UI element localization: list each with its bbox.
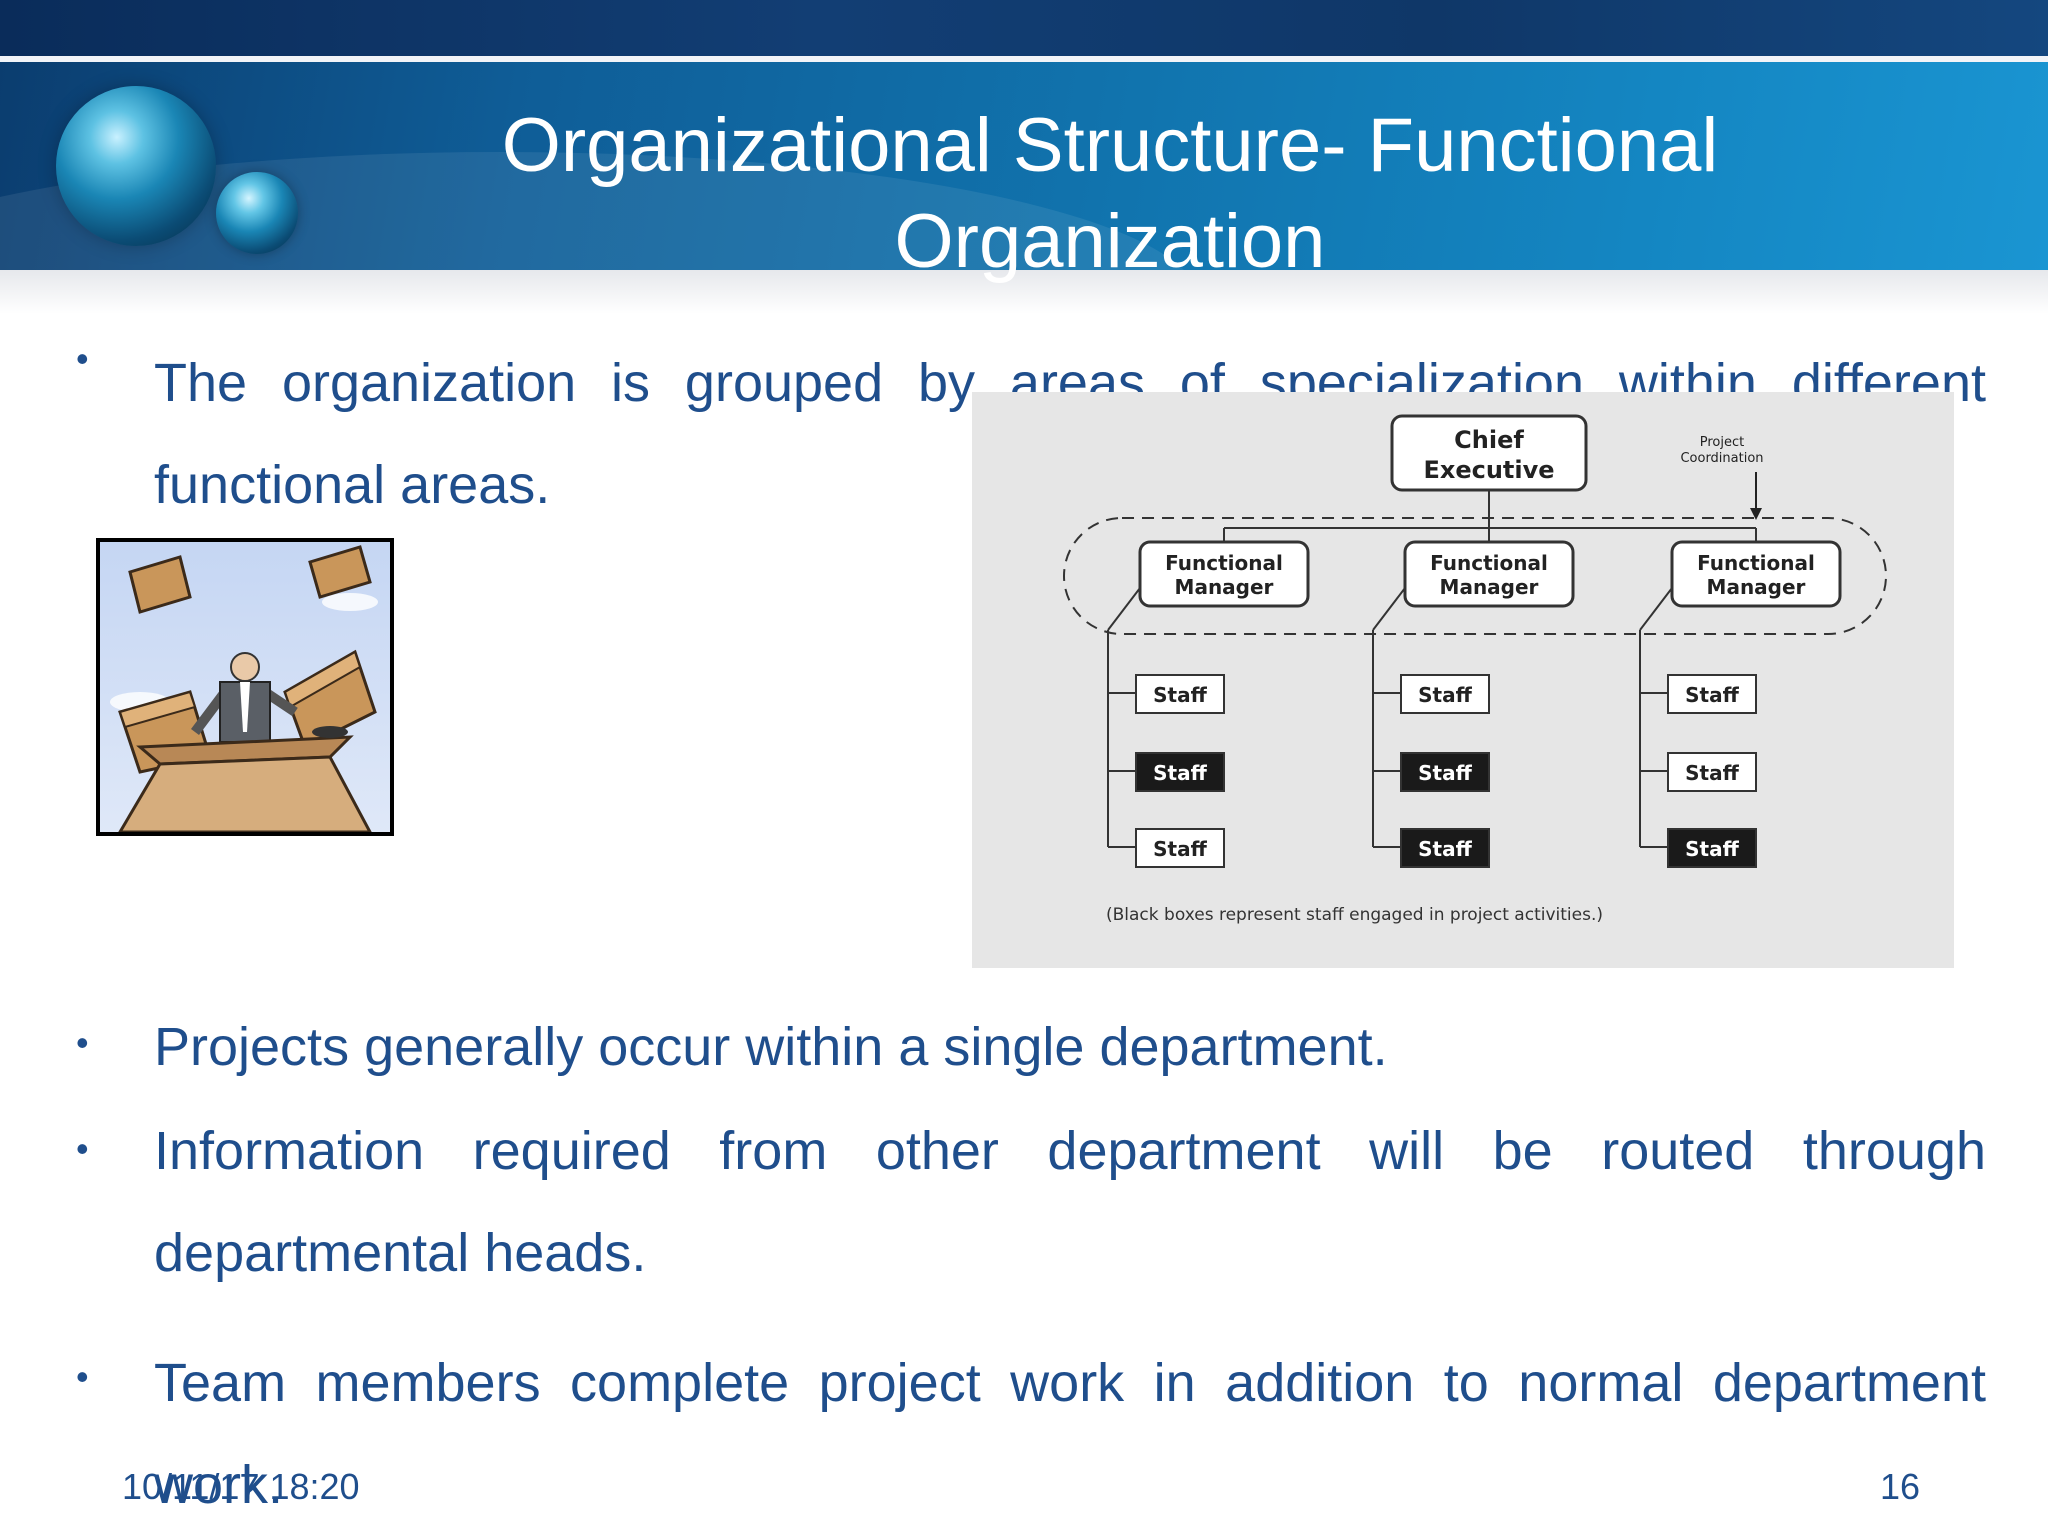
title-banner xyxy=(0,62,2048,270)
functional-manager-label: Manager xyxy=(1175,575,1274,599)
staff-label: Staff xyxy=(1153,761,1207,785)
bullet-dot-icon: • xyxy=(76,338,89,379)
connector-line xyxy=(1107,587,1141,631)
bullet-text-2: Projects generally occur within a single… xyxy=(154,1017,1388,1077)
bullet-dot-icon: • xyxy=(76,1356,89,1397)
staff-box-engaged xyxy=(1667,828,1757,868)
functional-manager-label: Manager xyxy=(1440,575,1539,599)
bullet-dot-icon: • xyxy=(76,1022,89,1063)
figure-caption: (Black boxes represent staff engaged in … xyxy=(1106,905,1603,925)
functional-manager-box xyxy=(1670,540,1842,608)
chief-executive-label: Executive xyxy=(1423,456,1554,484)
staff-label: Staff xyxy=(1418,683,1472,707)
staff-label: Staff xyxy=(1685,683,1739,707)
coordination-label: Coordination xyxy=(1680,451,1763,466)
staff-box xyxy=(1400,674,1490,714)
bullet-text-3: Information required from other departme… xyxy=(154,1121,1986,1283)
decor-sphere-large-icon xyxy=(56,86,216,246)
functional-manager-box xyxy=(1138,540,1310,608)
staff-box-engaged xyxy=(1400,828,1490,868)
staff-label: Staff xyxy=(1153,683,1207,707)
top-bar xyxy=(0,0,2048,56)
staff-label: Staff xyxy=(1418,761,1472,785)
functional-manager-label: Functional xyxy=(1697,551,1815,575)
staff-box xyxy=(1135,828,1225,868)
slide-title: Organizational Structure- Functional Org… xyxy=(501,103,1719,284)
slide-number: 16 xyxy=(1880,1466,1921,1507)
functional-manager-label: Manager xyxy=(1707,575,1806,599)
staff-label: Staff xyxy=(1685,837,1739,861)
staff-box xyxy=(1667,674,1757,714)
staff-box-engaged xyxy=(1135,752,1225,792)
functional-manager-label: Functional xyxy=(1165,551,1283,575)
banner-shadow xyxy=(0,270,2048,314)
coordination-label: Project xyxy=(1700,435,1744,450)
businessman-clipart xyxy=(96,538,394,836)
bullet-text-4: Team members complete project work in ad… xyxy=(154,1353,1986,1515)
bullet-dot-icon: • xyxy=(76,1128,89,1169)
functional-manager-box xyxy=(1403,540,1575,608)
staff-label: Staff xyxy=(1685,761,1739,785)
chief-executive-label: Chief xyxy=(1454,426,1524,454)
staff-box xyxy=(1135,674,1225,714)
coordination-arrowhead-icon xyxy=(1750,508,1762,520)
staff-label: Staff xyxy=(1418,837,1472,861)
functional-manager-label: Functional xyxy=(1430,551,1548,575)
staff-box xyxy=(1667,752,1757,792)
businessman-juggling-icon xyxy=(110,545,378,832)
staff-box-engaged xyxy=(1400,752,1490,792)
footer-date: 10/11/17 18:20 xyxy=(122,1466,360,1507)
connector-line xyxy=(1639,587,1673,631)
connector-line xyxy=(1372,587,1406,631)
decor-sphere-small-icon xyxy=(216,172,298,254)
top-divider xyxy=(0,56,2048,62)
coordination-boundary xyxy=(1063,517,1887,635)
staff-label: Staff xyxy=(1153,837,1207,861)
